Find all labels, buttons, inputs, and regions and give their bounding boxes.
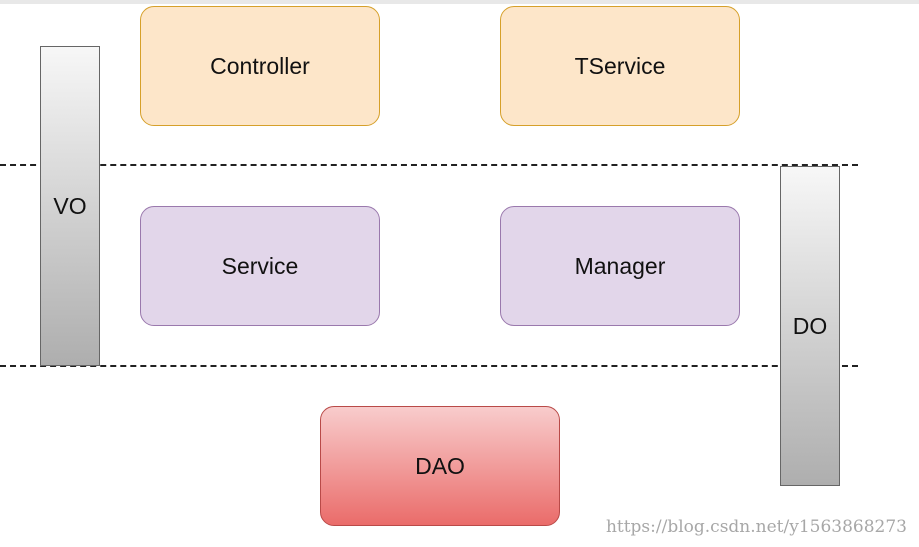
do-label: DO (792, 312, 828, 339)
tservice-node: TService (500, 6, 740, 126)
manager-label: Manager (574, 252, 666, 279)
top-edge (0, 0, 919, 4)
controller-label: Controller (210, 52, 310, 79)
vo-label: VO (53, 192, 87, 219)
service-node: Service (140, 206, 380, 326)
dao-node: DAO (320, 406, 560, 526)
dao-label: DAO (415, 452, 465, 479)
watermark: https://blog.csdn.net/y1563868273 (605, 517, 907, 537)
vo-bar: VO (40, 46, 100, 366)
tservice-label: TService (574, 52, 666, 79)
do-bar: DO (780, 166, 840, 486)
layer-divider-lower (0, 365, 858, 367)
layer-divider-upper (0, 164, 858, 166)
manager-node: Manager (500, 206, 740, 326)
controller-node: Controller (140, 6, 380, 126)
service-label: Service (221, 252, 299, 279)
